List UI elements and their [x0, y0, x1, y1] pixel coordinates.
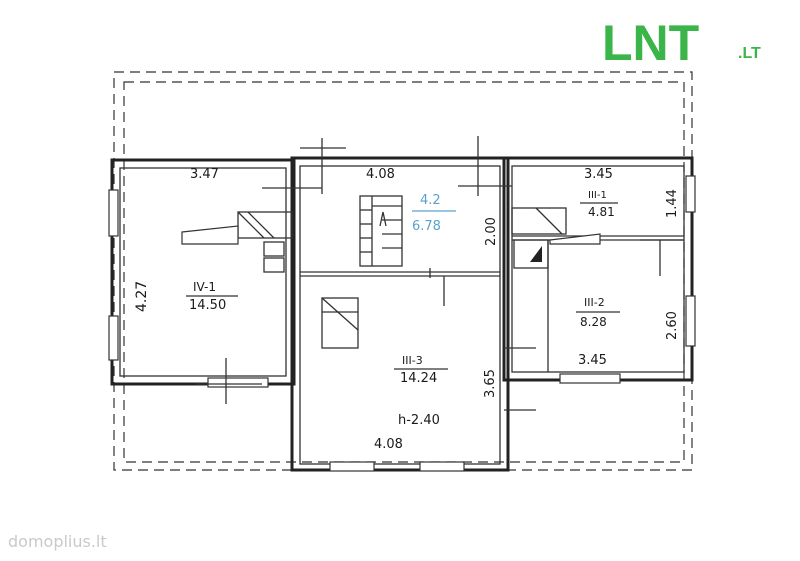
west-room-id: IV-1: [193, 280, 216, 294]
chimney-west: [181, 211, 293, 273]
staircase: [359, 195, 403, 267]
east-room-id: III-2: [584, 296, 605, 309]
hall-depth: 2.00: [484, 217, 499, 246]
lnt-logo: LNT .LT: [602, 15, 761, 71]
east-room-depth: 2.60: [665, 311, 680, 340]
east-room-width: 3.45: [578, 353, 607, 368]
west-room-depth: 4.27: [134, 281, 150, 312]
center-room-width: 4.08: [374, 437, 403, 452]
center-room-depth: 3.65: [483, 369, 498, 398]
logo-brand: LNT: [602, 15, 699, 71]
logo-tld: .LT: [738, 45, 761, 62]
west-room-area: 14.50: [189, 298, 226, 313]
center-room-area: 14.24: [400, 371, 437, 386]
hall-width: 4.08: [366, 167, 395, 182]
roof-outline: [113, 71, 693, 471]
watermark: domoplius.lt: [8, 532, 107, 551]
center-room-id: III-3: [402, 354, 423, 367]
hall-id: 4.2: [420, 193, 441, 208]
windows: [108, 175, 696, 472]
bed-symbol: [321, 297, 359, 349]
hall-area: 6.78: [412, 219, 441, 234]
guide-lines: [196, 136, 684, 411]
east-room-area: 8.28: [580, 315, 607, 329]
chimney-east: [511, 207, 601, 269]
west-room-width: 3.47: [190, 167, 219, 182]
ne-room-id: III-1: [588, 190, 607, 201]
ne-room-width: 3.45: [584, 167, 613, 182]
ne-room-depth: 1.44: [665, 189, 680, 218]
ne-room-area: 4.81: [588, 205, 615, 219]
ceiling-height: h-2.40: [398, 413, 440, 428]
